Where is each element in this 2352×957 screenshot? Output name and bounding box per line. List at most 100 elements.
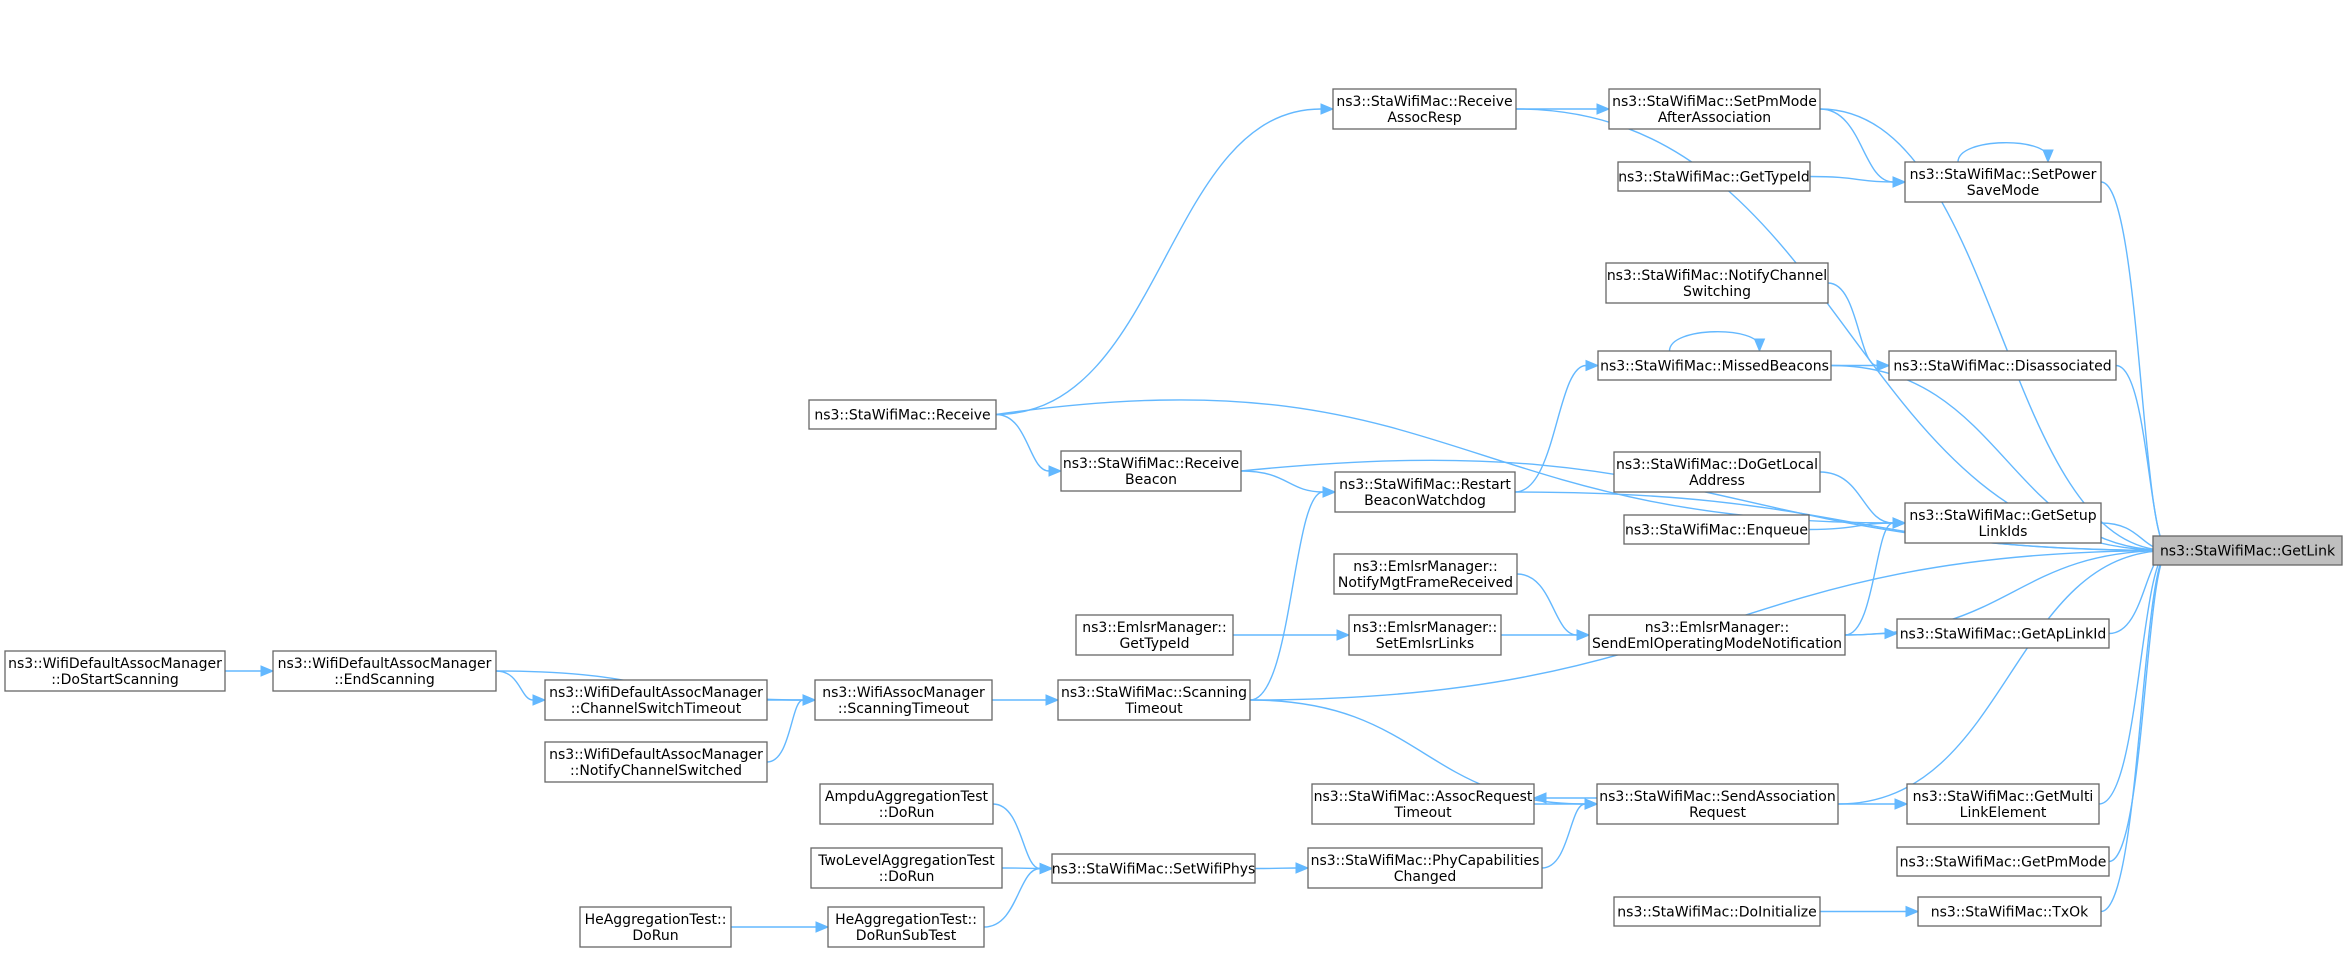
edge-line — [1001, 867, 1041, 870]
node-getlink[interactable]: ns3::StaWifiMac::GetLink — [2152, 535, 2343, 566]
node-label: ::DoStartScanning — [51, 672, 179, 688]
edge-line — [1819, 471, 1894, 524]
node-scanningtimeout-am[interactable]: ns3::WifiAssocManager::ScanningTimeout — [814, 679, 993, 721]
node-disassociated[interactable]: ns3::StaWifiMac::Disassociated — [1888, 350, 2117, 381]
edge-setwifiphys-to-phycap — [1254, 862, 1310, 874]
edge-arrowhead — [1336, 629, 1351, 641]
node-label: Timeout — [1124, 701, 1183, 717]
edge-arrowhead — [1584, 798, 1599, 810]
edge-arrowhead — [1585, 359, 1600, 372]
edge-emlsr-gettypeid-to-setemlsrlinks — [1233, 629, 1351, 641]
edge-line — [1514, 364, 1587, 493]
edge-line — [995, 413, 1050, 472]
node-label: ns3::StaWifiMac::NotifyChannel — [1607, 268, 1827, 284]
edge-line — [766, 699, 804, 763]
node-label: DoRun — [632, 928, 678, 944]
node-getpmmode[interactable]: ns3::StaWifiMac::GetPmMode — [1896, 846, 2110, 877]
node-gettypeid-sta[interactable]: ns3::StaWifiMac::GetTypeId — [1617, 161, 1811, 192]
node-box — [1608, 88, 1821, 130]
node-label: ns3::StaWifiMac::DoGetLocal — [1616, 457, 1818, 473]
node-box — [1617, 161, 1811, 192]
node-label: SetEmlsrLinks — [1376, 636, 1474, 652]
node-scanningtimeout-sta[interactable]: ns3::StaWifiMac::ScanningTimeout — [1057, 679, 1251, 721]
node-sendeml[interactable]: ns3::EmlsrManager::SendEmlOperatingModeN… — [1588, 614, 1846, 656]
node-box — [810, 847, 1003, 889]
node-doinitialize[interactable]: ns3::StaWifiMac::DoInitialize — [1613, 896, 1821, 927]
edge-line — [1249, 491, 1324, 701]
node-setemlsrlinks[interactable]: ns3::EmlsrManager::SetEmlsrLinks — [1348, 614, 1502, 656]
node-box — [1075, 614, 1234, 656]
edge-line — [1541, 803, 1586, 869]
node-ampdu[interactable]: AmpduAggregationTest::DoRun — [819, 783, 994, 825]
node-label: ns3::StaWifiMac::TxOk — [1931, 905, 2089, 921]
edge-getmultilink-to-getlink — [2098, 544, 2183, 805]
node-txok[interactable]: ns3::StaWifiMac::TxOk — [1917, 896, 2102, 927]
node-channelswitchtimeout[interactable]: ns3::WifiDefaultAssocManager::ChannelSwi… — [544, 679, 768, 721]
node-missedbeacons[interactable]: ns3::StaWifiMac::MissedBeacons — [1597, 350, 1832, 381]
edge-arrowhead — [1320, 103, 1335, 115]
node-box — [1605, 262, 1829, 304]
node-box — [1332, 88, 1517, 130]
node-label: LinkElement — [1960, 805, 2047, 821]
node-label: DoRunSubTest — [856, 928, 957, 944]
edge-arrowhead — [1045, 694, 1060, 706]
node-notifychannelswitched[interactable]: ns3::WifiDefaultAssocManager::NotifyChan… — [544, 741, 768, 783]
node-box — [272, 650, 497, 692]
node-getaplinkid[interactable]: ns3::StaWifiMac::GetApLinkId — [1896, 618, 2110, 649]
node-enqueue[interactable]: ns3::StaWifiMac::Enqueue — [1623, 514, 1810, 545]
edge-arrowhead — [1532, 792, 1547, 804]
node-heagg-dorunsub[interactable]: HeAggregationTest::DoRunSubTest — [827, 906, 985, 948]
edge-line — [2098, 549, 2170, 805]
node-label: ns3::EmlsrManager:: — [1082, 620, 1226, 636]
node-heagg-dorun[interactable]: HeAggregationTest::DoRun — [579, 906, 732, 948]
node-label: Timeout — [1393, 805, 1452, 821]
edge-line — [1240, 470, 1324, 493]
node-label: ns3::StaWifiMac::GetLink — [2160, 544, 2336, 560]
node-label: ::DoRun — [879, 805, 935, 821]
edge-doinitialize-to-txok — [1819, 905, 1920, 918]
node-endscanning[interactable]: ns3::WifiDefaultAssocManager::EndScannin… — [272, 650, 497, 692]
edge-notifychannelswitched-to-scanningtimeout-am — [766, 694, 817, 763]
node-label: ns3::WifiDefaultAssocManager — [278, 656, 492, 672]
node-twolevel[interactable]: TwoLevelAggregationTest::DoRun — [810, 847, 1003, 889]
node-box — [1917, 896, 2102, 927]
edge-arrowhead — [815, 921, 830, 933]
edge-setemlsrlinks-to-sendeml — [1501, 629, 1591, 641]
node-label: NotifyMgtFrameReceived — [1338, 575, 1513, 591]
node-label: ns3::StaWifiMac::SetWifiPhys — [1052, 862, 1256, 878]
node-label: ns3::StaWifiMac::Disassociated — [1893, 359, 2111, 375]
node-notifymgt[interactable]: ns3::EmlsrManager::NotifyMgtFrameReceive… — [1333, 553, 1518, 595]
node-label: ns3::WifiDefaultAssocManager — [549, 685, 763, 701]
node-label: ns3::WifiDefaultAssocManager — [8, 656, 222, 672]
node-emlsr-gettypeid[interactable]: ns3::EmlsrManager::GetTypeId — [1075, 614, 1234, 656]
node-box — [1307, 847, 1543, 889]
edge-line — [1957, 142, 2049, 163]
node-label: ns3::StaWifiMac::SetPower — [1910, 167, 2097, 183]
node-label: ns3::StaWifiMac::GetTypeId — [1618, 170, 1810, 186]
node-box — [1588, 614, 1846, 656]
node-label: ns3::WifiDefaultAssocManager — [549, 747, 763, 763]
node-receive[interactable]: ns3::StaWifiMac::Receive — [808, 399, 997, 430]
node-setwifiphys[interactable]: ns3::StaWifiMac::SetWifiPhys — [1051, 853, 1256, 884]
node-label: Request — [1689, 805, 1746, 821]
node-label: Changed — [1394, 869, 1457, 885]
edge-line — [1819, 108, 1894, 183]
edge-line — [1827, 282, 1878, 367]
node-dostartscanning[interactable]: ns3::WifiDefaultAssocManager::DoStartSca… — [4, 650, 226, 692]
node-label: GetTypeId — [1119, 636, 1189, 652]
node-setpmmode[interactable]: ns3::StaWifiMac::SetPmModeAfterAssociati… — [1608, 88, 1821, 130]
edge-sendeml-to-getsetuplinkids — [1844, 517, 1907, 636]
node-box — [1904, 161, 2102, 203]
edge-gettypeid-sta-to-setpowersave — [1809, 175, 1907, 188]
